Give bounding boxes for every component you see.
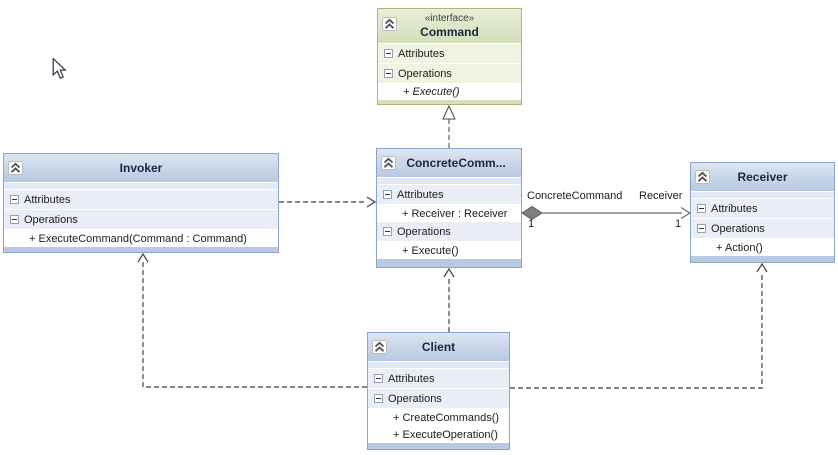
attributes-label: Attributes	[711, 202, 758, 215]
association-source-role-label: ConcreteCommand	[527, 190, 623, 202]
operations-section: Operations	[691, 219, 834, 239]
dependency-client-to-receiver[interactable]	[510, 262, 768, 389]
dependency-invoker-to-concretecommand[interactable]	[279, 196, 377, 208]
class-receiver[interactable]: Receiver Attributes Operations + Action(…	[690, 162, 835, 263]
collapse-minus-icon[interactable]	[383, 227, 392, 236]
operations-label: Operations	[398, 67, 452, 80]
operations-section: Operations	[378, 64, 521, 84]
attributes-label: Attributes	[24, 193, 71, 206]
class-invoker[interactable]: Invoker Attributes Operations + ExecuteC…	[3, 153, 279, 253]
collapse-minus-icon[interactable]	[10, 195, 19, 204]
operations-label: Operations	[388, 392, 442, 405]
class-title: Client	[421, 340, 456, 354]
attributes-section: Attributes	[691, 199, 834, 219]
stereotype-label: «interface»	[424, 12, 475, 24]
class-footer	[378, 100, 521, 104]
header-strip	[377, 178, 521, 185]
operations-section: Operations	[4, 210, 278, 230]
class-title: Receiver	[737, 170, 788, 184]
collapse-minus-icon[interactable]	[374, 394, 383, 403]
attributes-label: Attributes	[397, 188, 444, 201]
class-receiver-header: Receiver	[691, 163, 834, 192]
operation-item: + Action()	[691, 239, 834, 256]
association-target-role-label: Receiver	[639, 190, 683, 202]
attribute-item: + Receiver : Receiver	[377, 205, 521, 222]
collapse-chevron-icon[interactable]	[381, 156, 396, 170]
collapse-chevron-icon[interactable]	[372, 340, 387, 354]
collapse-minus-icon[interactable]	[697, 204, 706, 213]
class-client[interactable]: Client Attributes Operations + CreateCom…	[367, 332, 510, 450]
class-invoker-header: Invoker	[4, 154, 278, 183]
class-title: Invoker	[119, 161, 163, 175]
operations-section: Operations	[377, 222, 521, 242]
class-command-header: «interface» Command	[378, 9, 521, 44]
collapse-chevron-icon[interactable]	[695, 170, 710, 184]
class-footer	[691, 256, 834, 262]
mouse-cursor-icon	[50, 57, 68, 85]
attributes-label: Attributes	[388, 372, 435, 385]
header-strip	[368, 362, 509, 369]
association-source-multiplicity: 1	[528, 218, 535, 230]
collapse-minus-icon[interactable]	[10, 215, 19, 224]
operation-item: + ExecuteCommand(Command : Command)	[4, 230, 278, 247]
collapse-chevron-icon[interactable]	[8, 161, 23, 175]
class-footer	[4, 247, 278, 252]
operation-item: + CreateCommands()	[368, 409, 509, 426]
header-strip	[4, 183, 278, 190]
operations-label: Operations	[24, 213, 78, 226]
dependency-client-to-concretecommand[interactable]	[443, 267, 455, 332]
attributes-section: Attributes	[377, 185, 521, 205]
operation-item: + Execute()	[377, 242, 521, 259]
collapse-minus-icon[interactable]	[384, 49, 393, 58]
attributes-section: Attributes	[378, 44, 521, 64]
collapse-minus-icon[interactable]	[374, 374, 383, 383]
class-title: Command	[420, 24, 479, 39]
collapse-minus-icon[interactable]	[384, 69, 393, 78]
class-command[interactable]: «interface» Command Attributes Operation…	[377, 8, 522, 105]
class-title: ConcreteComm...	[406, 156, 506, 170]
attributes-label: Attributes	[398, 47, 445, 60]
aggregation-concretecommand-to-receiver[interactable]	[521, 205, 692, 221]
collapse-chevron-icon[interactable]	[382, 17, 397, 31]
operation-item: + Execute()	[378, 84, 521, 100]
operations-label: Operations	[711, 222, 765, 235]
class-concrete-command[interactable]: ConcreteComm... Attributes + Receiver : …	[376, 148, 522, 268]
dependency-client-to-invoker[interactable]	[137, 252, 367, 388]
class-footer	[368, 443, 509, 449]
class-footer	[377, 259, 521, 267]
header-strip	[691, 192, 834, 199]
class-concrete-command-header: ConcreteComm...	[377, 149, 521, 178]
operations-section: Operations	[368, 389, 509, 409]
class-client-header: Client	[368, 333, 509, 362]
attributes-section: Attributes	[368, 369, 509, 389]
collapse-minus-icon[interactable]	[383, 190, 392, 199]
operation-item: + ExecuteOperation()	[368, 426, 509, 443]
operations-label: Operations	[397, 225, 451, 238]
association-target-multiplicity: 1	[675, 218, 682, 230]
collapse-minus-icon[interactable]	[697, 224, 706, 233]
attributes-section: Attributes	[4, 190, 278, 210]
realization-concretecommand-to-command[interactable]	[442, 104, 456, 148]
